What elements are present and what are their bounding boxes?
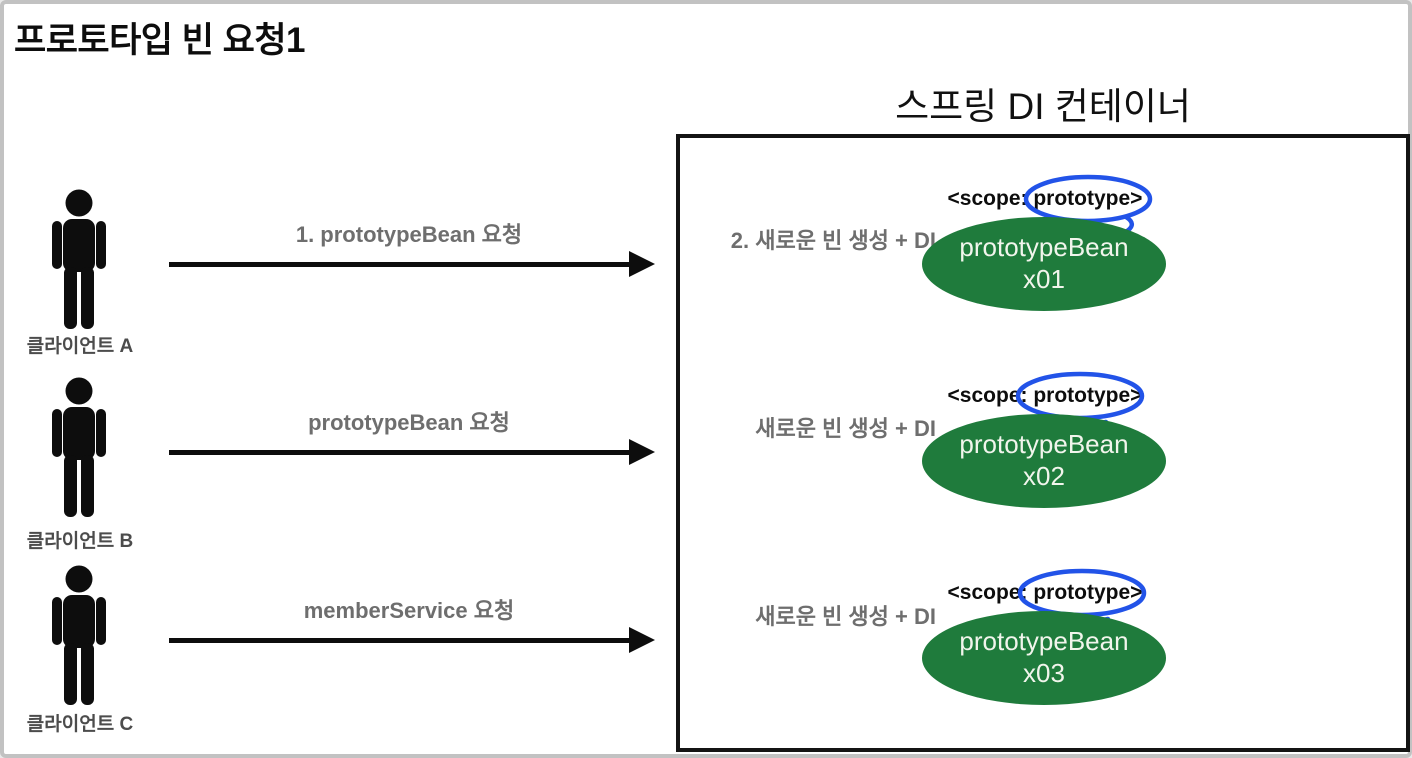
bean-ellipse: prototypeBean x01: [922, 217, 1166, 311]
bean-instance: x03: [1023, 658, 1065, 688]
scope-annotation: <scope: prototype>: [922, 371, 1168, 428]
bean-name: prototypeBean: [959, 429, 1129, 460]
client-figure: [42, 189, 116, 329]
client-label: 클라이언트 C: [26, 714, 134, 735]
page-title: 프로토타입 빈 요청1: [14, 21, 306, 60]
person-icon: [52, 565, 106, 705]
arrow-head: [629, 627, 655, 653]
bean-instance: x01: [1023, 264, 1065, 294]
bean-ellipse: prototypeBean x03: [922, 611, 1166, 705]
bean-creation-label: 새로운 빈 생성 + DI: [755, 416, 936, 441]
spring-di-container-box: [676, 134, 1410, 752]
person-icon: [52, 189, 106, 329]
bean-creation-label: 새로운 빈 생성 + DI: [755, 604, 936, 629]
client-figure: [42, 565, 116, 705]
request-arrow: [169, 627, 655, 653]
scope-label: <scope: prototype>: [947, 187, 1143, 210]
bean-ellipse: prototypeBean x02: [922, 414, 1166, 508]
request-arrow: [169, 439, 655, 465]
client-figure: [42, 377, 116, 517]
scope-annotation: <scope: prototype>: [922, 568, 1168, 625]
arrow-shaft: [169, 262, 633, 267]
request-arrow-label: 1. prototypeBean 요청: [295, 222, 523, 247]
bean-name: prototypeBean: [959, 232, 1129, 263]
scope-label: <scope: prototype>: [947, 581, 1143, 604]
request-arrow-label: memberService 요청: [303, 598, 515, 623]
arrow-shaft: [169, 450, 633, 455]
bean-creation-label: 2. 새로운 빈 생성 + DI: [730, 228, 936, 253]
arrow-head: [629, 439, 655, 465]
person-icon: [52, 377, 106, 517]
scope-annotation: <scope: prototype>: [922, 174, 1168, 244]
container-title: 스프링 DI 컨테이너: [895, 86, 1191, 127]
request-arrow-label: prototypeBean 요청: [308, 410, 510, 435]
arrow-head: [629, 251, 655, 277]
client-label: 클라이언트 B: [26, 531, 134, 552]
arrow-shaft: [169, 638, 633, 643]
request-arrow: [169, 251, 655, 277]
bean-name: prototypeBean: [959, 626, 1129, 657]
bean-instance: x02: [1023, 461, 1065, 491]
client-label: 클라이언트 A: [26, 336, 134, 357]
scope-label: <scope: prototype>: [947, 384, 1143, 407]
